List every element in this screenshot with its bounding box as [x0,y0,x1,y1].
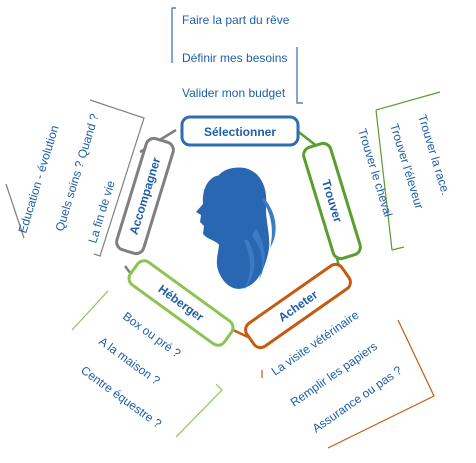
accompagner-pill [115,136,175,256]
acheter-pill [244,262,352,350]
accompagner-item-3: La fin de vie [85,179,117,245]
accompagner-bracket [5,99,145,257]
heberger-bracket [71,290,223,438]
selectionner-pill [180,115,300,147]
edge-acheter-heberger [232,328,249,339]
selectionner-bracket [171,7,176,63]
selectionner-item-3: Valider mon budget [182,86,286,100]
trouver-item-1: Trouver la race. [415,113,453,197]
selectionner-item-1: Faire la part du rêve [182,13,290,27]
acheter-bracket [261,319,435,449]
trouver-pill [302,141,362,261]
selectionner-bracket-right [296,47,303,104]
stage-selectionner: Faire la part du rêve Définir mes besoin… [171,7,303,147]
trouver-item-2: Trouver l'éleveur [387,122,426,211]
selectionner-item-2: Définir mes besoins [182,51,287,65]
selectionner-label: Sélectionner [204,125,276,139]
stage-trouver: Trouver Trouver la race. Trouver l'éleve… [302,91,453,261]
woman-silhouette-icon [196,167,276,290]
trouver-bracket [375,91,441,251]
stage-heberger: Héberger Box ou pré ? A la maison ? Cent… [71,259,235,438]
trouver-item-3: Trouver le cheval [355,127,395,219]
stage-acheter: Acheter La visite vétérinaire Remplir le… [244,262,435,449]
heberger-pill [127,259,235,347]
stage-accompagner: Accompagner Education - évolution Quels … [5,99,175,257]
